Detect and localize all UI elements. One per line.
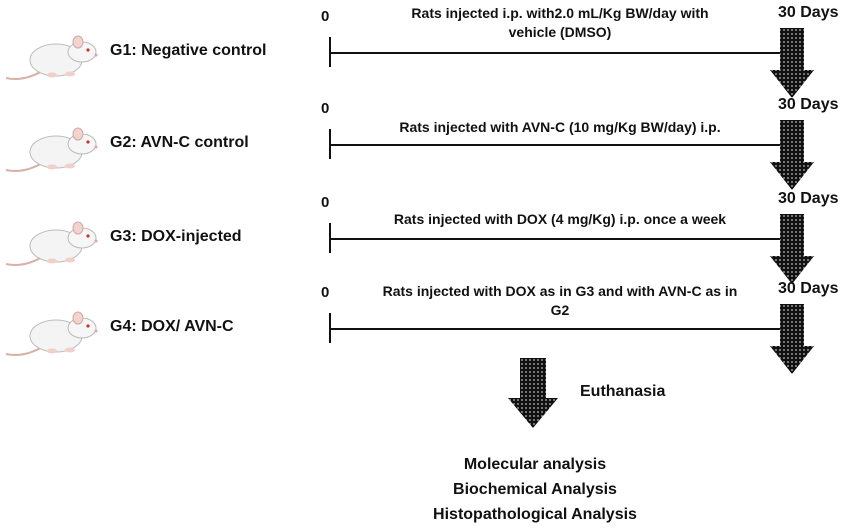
group-g4: G4: DOX/ AVN-C 0 Rats injected with DOX … bbox=[0, 276, 851, 376]
group-label: G1: Negative control bbox=[110, 42, 267, 59]
timeline-line bbox=[329, 238, 791, 240]
euthanasia-label: Euthanasia bbox=[580, 383, 666, 400]
rat-icon bbox=[5, 35, 98, 80]
timeline-line bbox=[329, 52, 791, 54]
rat-icon bbox=[5, 127, 98, 172]
timeline-line bbox=[329, 144, 791, 146]
treatment-description: Rats injected with AVN-C (10 mg/Kg BW/da… bbox=[399, 119, 721, 135]
timeline-end-label: 30 Days bbox=[778, 4, 839, 21]
rat-icon bbox=[5, 221, 98, 266]
group-label: G2: AVN-C control bbox=[110, 134, 249, 151]
timeline-start-label: 0 bbox=[321, 100, 330, 117]
treatment-description: Rats injected i.p. with2.0 mL/Kg BW/day … bbox=[411, 5, 709, 40]
group-g3: G3: DOX-injected 0 Rats injected with DO… bbox=[0, 186, 851, 286]
analysis-item: Molecular analysis bbox=[463, 456, 607, 473]
timeline-start-label: 0 bbox=[321, 284, 330, 301]
rat-icon bbox=[5, 311, 98, 356]
analysis-item: Histopathological Analysis bbox=[433, 506, 637, 523]
analyses-list: Molecular analysis Biochemical Analysis … bbox=[400, 452, 670, 527]
group-label: G3: DOX-injected bbox=[110, 228, 242, 245]
analysis-item: Biochemical Analysis bbox=[453, 481, 617, 498]
down-arrow-icon bbox=[770, 28, 814, 98]
timeline-line bbox=[329, 328, 791, 330]
down-arrow-icon bbox=[770, 120, 814, 190]
treatment-description: Rats injected with DOX as in G3 and with… bbox=[382, 283, 738, 318]
timeline-start-label: 0 bbox=[321, 8, 330, 25]
timeline-start-label: 0 bbox=[321, 194, 330, 211]
treatment-description: Rats injected with DOX (4 mg/Kg) i.p. on… bbox=[393, 211, 727, 227]
down-arrow-icon bbox=[770, 304, 814, 374]
timeline-end-label: 30 Days bbox=[778, 96, 839, 113]
group-g1: G1: Negative control 0 Rats injected i.p… bbox=[0, 0, 851, 100]
timeline-end-label: 30 Days bbox=[778, 280, 839, 297]
group-g2: G2: AVN-C control 0 Rats injected with A… bbox=[0, 92, 851, 192]
down-arrow-icon bbox=[508, 358, 558, 428]
timeline-end-label: 30 Days bbox=[778, 190, 839, 207]
group-label: G4: DOX/ AVN-C bbox=[110, 318, 234, 335]
down-arrow-icon bbox=[770, 214, 814, 284]
